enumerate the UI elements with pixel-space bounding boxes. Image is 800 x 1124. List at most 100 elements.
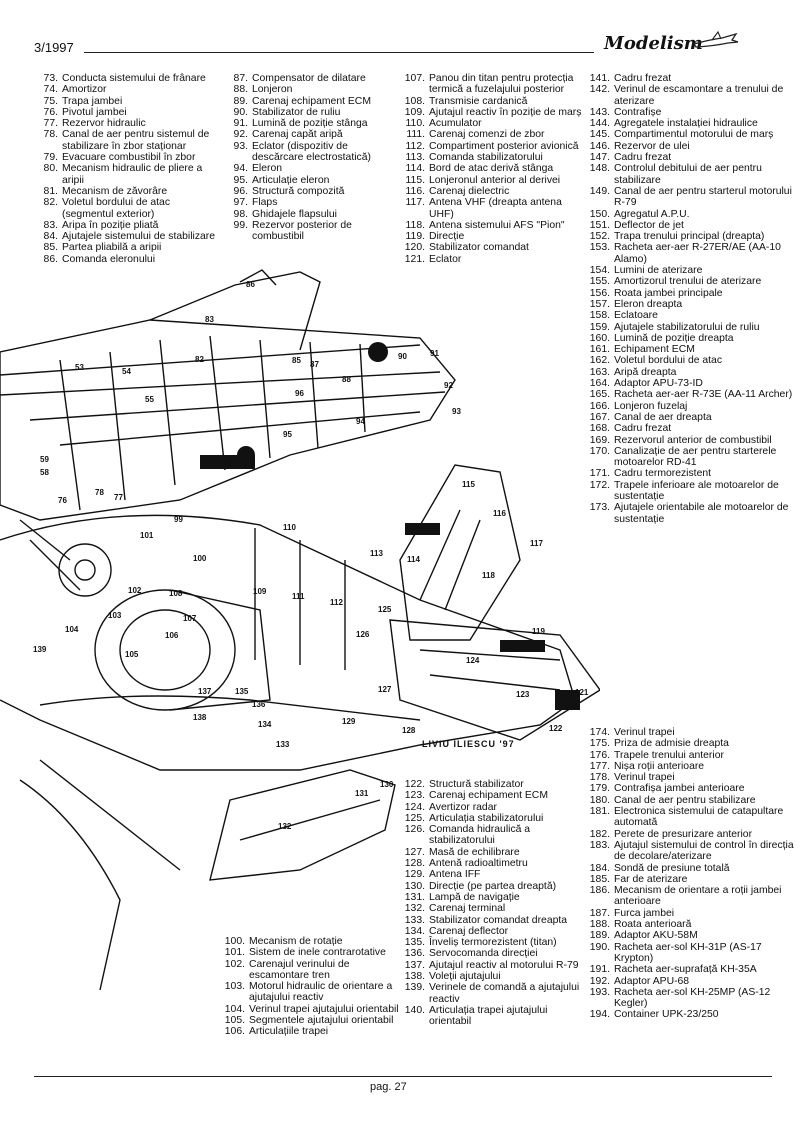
legend-item: 121.Eclator [396, 254, 584, 265]
legend-item-text: Carenaj terminal [429, 903, 506, 915]
legend-item: 124.Avertizor radar [396, 802, 584, 813]
legend-item-text: Verinele de comandă a ajutajului reactiv [429, 982, 580, 1005]
legend-item-text: Racheta aer-aer R-27ER/AE (AA-10 Alamo) [614, 242, 781, 265]
legend-item-text: Canal de aer pentru sistemul de stabiliz… [62, 129, 210, 152]
legend-item-text: Comanda stabilizatorului [429, 152, 543, 164]
header-rule [84, 52, 594, 53]
callout-label: 122 [549, 724, 563, 733]
legend-item: 76. Pivotul jambei [32, 107, 222, 118]
legend-item-text: Articulație eleron [252, 174, 330, 186]
legend-item-number: 187. [589, 907, 610, 919]
legend-item-text: Eleron dreapta [614, 298, 683, 310]
legend-item: 105.Segmentele ajutajului orientabil [216, 1015, 402, 1026]
legend-item-text: Pivotul jambei [62, 106, 127, 118]
legend-item-text: Racheta aer-suprafață KH-35A [614, 964, 757, 976]
legend-item-text: Masă de echilibrare [429, 846, 520, 858]
legend-item-number: 76. [43, 106, 58, 118]
legend-item-text: Rezervor hidraulic [62, 118, 146, 130]
legend-item: 185.Far de aterizare [580, 874, 795, 885]
legend-item-number: 150. [589, 208, 610, 220]
legend-item-text: Far de aterizare [614, 873, 688, 885]
legend-item: 169.Rezervorul anterior de combustibil [580, 435, 795, 446]
legend-item: 75.Trapa jambei [32, 96, 222, 107]
legend-item-number: 82. [43, 197, 58, 209]
callout-label: 117 [530, 539, 543, 548]
legend-item-text: Nișa roții anterioare [614, 760, 705, 772]
legend-item-number: 136. [404, 948, 425, 960]
callout-label: 131 [355, 789, 369, 798]
legend-item-text: Comanda hidraulică a stabilizatorului [429, 824, 531, 847]
legend-item: 98.Ghidajele flapsului [222, 209, 400, 220]
legend-item: 114.Bord de atac derivă stânga [396, 163, 584, 174]
legend-item-number: 138. [404, 971, 425, 983]
legend-item: 148.Controlul debitului de aer pentru st… [580, 163, 795, 186]
legend-item-number: 120. [404, 242, 425, 254]
legend-item-number: 157. [589, 298, 610, 310]
legend-item-number: 135. [404, 937, 425, 949]
legend-item-text: Carenaj capăt aripă [252, 129, 343, 141]
legend-item-number: 177. [589, 760, 610, 772]
legend-item-number: 90. [233, 106, 248, 118]
legend-item: 85.Partea pliabilă a aripii [32, 242, 222, 253]
legend-item-text: Articulația stabilizatorului [429, 812, 544, 824]
legend-item-number: 83. [43, 219, 58, 231]
legend-item-text: Canal de aer pentru starterul motorului … [614, 185, 792, 209]
legend-item: 191.Racheta aer-suprafață KH-35A [580, 964, 795, 975]
legend-item-text: Sistem de inele contrarotative [249, 947, 386, 959]
legend-item-text: Eclatoare [614, 310, 658, 322]
legend-item-text: Carenaj echipament ECM [252, 95, 371, 107]
legend-item-number: 92. [233, 129, 248, 141]
legend-item-number: 144. [589, 118, 610, 130]
callout-label: 54 [122, 367, 131, 376]
legend-item: 90.Stabilizator de ruliu [222, 107, 400, 118]
legend-item-number: 170. [589, 445, 610, 457]
legend-item: 138.Voleții ajutajului [396, 971, 584, 982]
legend-item-text: Agregatele instalației hidraulice [614, 118, 758, 130]
legend-item: 91.Lumină de poziție stânga [222, 118, 400, 129]
legend-item-number: 121. [404, 253, 425, 265]
legend-item-number: 155. [589, 276, 610, 288]
legend-item: 153.Racheta aer-aer R-27ER/AE (AA-10 Ala… [580, 242, 795, 265]
legend-item-number: 81. [43, 185, 58, 197]
legend-item-text: Bord de atac derivă stânga [429, 163, 554, 175]
legend-item-number: 77. [43, 118, 58, 130]
legend-item-number: 124. [404, 801, 425, 813]
legend-item: 192.Adaptor APU-68 [580, 976, 795, 987]
legend-item-number: 172. [589, 479, 610, 491]
legend-item: 156.Roata jambei principale [580, 288, 795, 299]
callout-label: 109 [253, 587, 267, 596]
legend-item-number: 98. [233, 208, 248, 220]
callout-label: 76 [58, 496, 67, 505]
legend-item-number: 111. [406, 129, 425, 141]
callout-label: 139 [33, 645, 47, 654]
legend-item-number: 164. [589, 378, 610, 390]
legend-item-text: Voletul bordului de atac [614, 355, 723, 367]
legend-item-text: Deflector de jet [614, 219, 684, 231]
legend-item-number: 80. [43, 163, 58, 175]
legend-item: 188.Roata anterioară [580, 919, 795, 930]
legend-item: 99.Rezervor posterior de combustibil [222, 220, 400, 243]
legend-item-number: 169. [589, 434, 610, 446]
legend-item-text: Controlul debitului de aer pentru stabil… [614, 163, 762, 186]
legend-item-text: Conducta sistemului de frânare [62, 73, 206, 84]
legend-item-number: 116. [405, 185, 425, 197]
legend-item-text: Trapa jambei [62, 95, 123, 107]
legend-item-number: 145. [589, 129, 610, 141]
legend-item: 184.Sondă de presiune totală [580, 863, 795, 874]
legend-item-number: 131. [404, 891, 425, 903]
legend-item-number: 149. [589, 185, 610, 197]
legend-item: 179.Contrafișa jambei anterioare [580, 783, 795, 794]
callout-label: 53 [75, 363, 84, 372]
legend-item-number: 129. [404, 869, 425, 881]
legend-item-text: Transmisie cardanică [429, 95, 528, 107]
legend-item-number: 189. [589, 930, 610, 942]
legend-item-number: 152. [589, 231, 610, 243]
legend-item-text: Eclator (dispozitiv de descărcare electr… [252, 140, 371, 164]
legend-item-number: 154. [589, 265, 610, 277]
legend-item-text: Verinul trapei [614, 727, 675, 738]
legend-item: 125.Articulația stabilizatorului [396, 813, 584, 824]
legend-item: 96.Structură compozită [222, 186, 400, 197]
legend-item-text: Verinul trapei [614, 772, 675, 784]
legend-item-number: 162. [589, 355, 610, 367]
legend-item-text: Antena VHF (dreapta antena UHF) [429, 197, 562, 220]
